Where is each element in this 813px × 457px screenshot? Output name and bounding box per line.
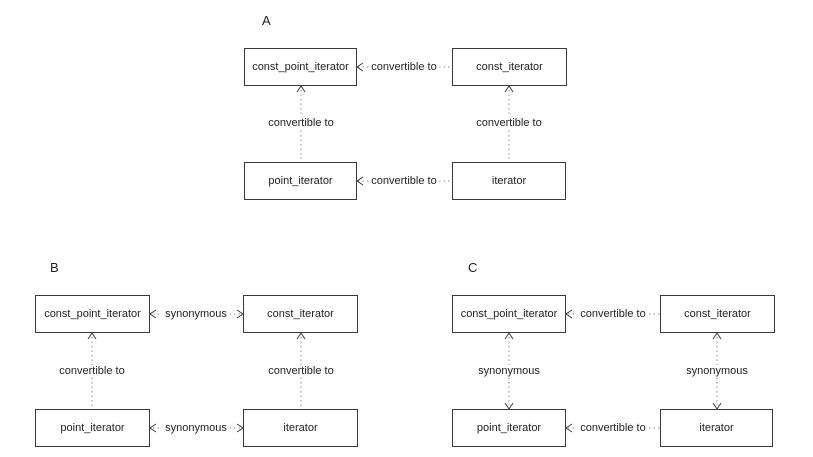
diagram-a-node-const-iterator: const_iterator	[452, 48, 567, 86]
diagram-b-node-iterator: iterator	[243, 409, 358, 447]
arrowhead-up-icon	[87, 332, 97, 340]
diagram-b-edge-label-left: convertible to	[56, 365, 128, 377]
arrowhead-left-icon	[356, 176, 364, 186]
arrowhead-left-icon	[565, 423, 573, 433]
arrowhead-left-icon	[149, 309, 157, 319]
diagram-b-node-const-iterator: const_iterator	[243, 295, 358, 333]
diagram-c-label: C	[468, 260, 478, 275]
diagram-b-edge-label-top: synonymous	[162, 308, 230, 320]
diagram-a-node-const-point-iterator: const_point_iterator	[244, 48, 357, 86]
diagram-a-edge-label-left: convertible to	[265, 117, 337, 129]
diagram-c-edge-label-bottom: convertible to	[577, 422, 649, 434]
diagram-b-node-const-point-iterator: const_point_iterator	[35, 295, 150, 333]
diagram-c-node-const-point-iterator: const_point_iterator	[452, 295, 566, 333]
arrowhead-up-icon	[296, 332, 306, 340]
diagram-a-edge-label-bottom: convertible to	[368, 175, 440, 187]
diagram-a-node-iterator: iterator	[452, 162, 566, 200]
diagram-a-edge-label-right: convertible to	[473, 117, 545, 129]
arrowhead-up-icon	[296, 85, 306, 93]
diagram-c-node-point-iterator: point_iterator	[452, 409, 566, 447]
diagram-a-label: A	[262, 13, 271, 28]
diagram-c-edge-label-left: synonymous	[475, 365, 543, 377]
arrowhead-up-icon	[712, 332, 722, 340]
arrowhead-up-icon	[504, 85, 514, 93]
diagram-a-node-point-iterator: point_iterator	[244, 162, 357, 200]
diagram-c-node-const-iterator: const_iterator	[660, 295, 775, 333]
diagram-b-edge-label-bottom: synonymous	[162, 422, 230, 434]
diagram-a-edge-label-top: convertible to	[368, 61, 440, 73]
arrowhead-left-icon	[356, 62, 364, 72]
arrowhead-left-icon	[565, 309, 573, 319]
arrowhead-left-icon	[149, 423, 157, 433]
diagram-b-label: B	[50, 260, 59, 275]
diagram-b-node-point-iterator: point_iterator	[35, 409, 150, 447]
diagram-c-edge-label-top: convertible to	[577, 308, 649, 320]
arrowhead-up-icon	[504, 332, 514, 340]
diagram-c-edge-label-right: synonymous	[683, 365, 751, 377]
diagram-c-node-iterator: iterator	[660, 409, 773, 447]
diagram-b-edge-label-right: convertible to	[265, 365, 337, 377]
